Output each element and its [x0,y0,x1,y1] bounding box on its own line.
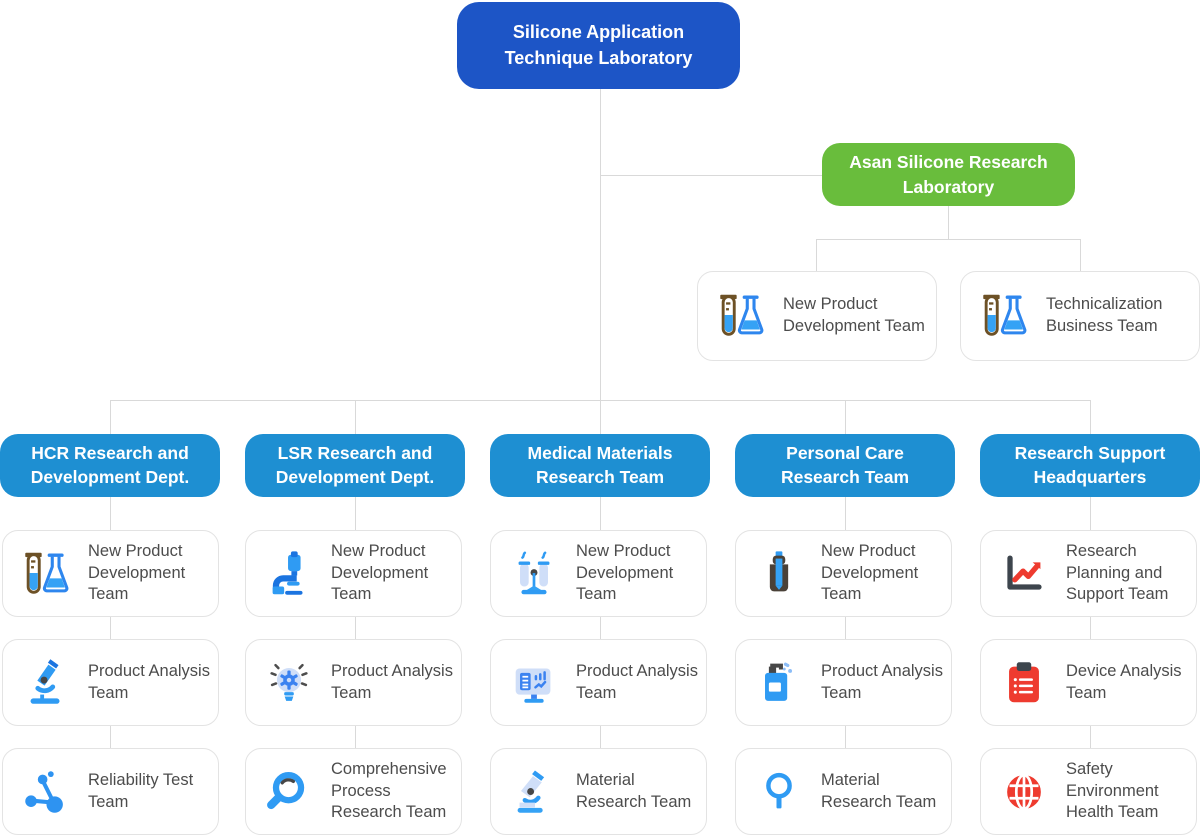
team-box: Material Research Team [490,748,707,835]
team-label: Comprehensive Process Research Team [331,759,447,822]
org-node-asan-lab-label: Asan Silicone Research Laboratory [849,152,1048,197]
dept-header-lsr: LSR Research and Development Dept. [245,434,465,497]
connector [600,175,822,176]
connector [355,400,356,434]
team-label: New Product Development Team [88,541,186,604]
connector [600,617,601,639]
connector [1090,617,1091,639]
connector [600,497,601,530]
team-label: Product Analysis Team [821,661,943,702]
connector [110,400,1090,401]
dept-label: Medical Materials Research Team [527,442,673,487]
team-box: Technicalization Business Team [960,271,1200,361]
connector [110,726,111,748]
pump-bottle-icon [752,656,806,710]
connector [1080,239,1081,271]
team-box: Comprehensive Process Research Team [245,748,462,835]
connector [1090,497,1091,530]
team-label: New Product Development Team [576,541,674,604]
team-box: Product Analysis Team [2,639,219,726]
connector [845,497,846,530]
line-chart-icon [997,547,1051,601]
dept-label: LSR Research and Development Dept. [275,442,435,487]
team-box: New Product Development Team [697,271,937,361]
connector [845,400,846,434]
org-node-root-label: Silicone Application Technique Laborator… [504,22,693,68]
dept-label: Personal Care Research Team [780,442,910,487]
clipboard-icon [997,656,1051,710]
connector [110,400,111,434]
connector [355,726,356,748]
connector [845,617,846,639]
dept-label: HCR Research and Development Dept. [30,442,190,487]
magnifier-outline-icon [752,765,806,819]
team-box: Device Analysis Team [980,639,1197,726]
team-label: New Product Development Team [783,295,925,335]
microscope-tilted-icon [507,765,561,819]
dept-header-hcr: HCR Research and Development Dept. [0,434,220,497]
team-label: Product Analysis Team [88,661,210,702]
microscope-icon [19,656,73,710]
lab-apparatus-icon [262,547,316,601]
connector [355,497,356,530]
team-box: Material Research Team [735,748,952,835]
connector [1090,400,1091,434]
idea-bulb-gear-icon [262,656,316,710]
connector [110,497,111,530]
globe-icon [997,765,1051,819]
team-label: New Product Development Team [331,541,429,604]
team-box: New Product Development Team [2,530,219,617]
dept-label: Research Support Headquarters [1014,442,1166,487]
team-box: Product Analysis Team [735,639,952,726]
dept-header-personal-care: Personal Care Research Team [735,434,955,497]
connector [600,89,601,434]
team-label: Research Planning and Support Team [1066,541,1169,604]
magnifier-icon [262,765,316,819]
dropper-bottle-icon [752,547,806,601]
team-box: New Product Development Team [735,530,952,617]
flask-icon [19,547,73,601]
connector [600,726,601,748]
connector [1090,726,1091,748]
molecule-icon [19,765,73,819]
team-label: Reliability Test Team [88,770,194,811]
team-label: Product Analysis Team [576,661,698,702]
connector [355,617,356,639]
dept-header-medical-materials: Medical Materials Research Team [490,434,710,497]
team-label: Safety Environment Health Team [1066,759,1159,822]
team-label: Material Research Team [576,770,692,811]
connector [816,239,1081,240]
connector [948,206,949,239]
org-node-asan-lab: Asan Silicone Research Laboratory [822,143,1075,206]
team-box: Safety Environment Health Team [980,748,1197,835]
team-box: Product Analysis Team [245,639,462,726]
dept-header-research-support: Research Support Headquarters [980,434,1200,497]
connector [816,239,817,271]
team-label: Technicalization Business Team [1046,295,1163,335]
org-node-root: Silicone Application Technique Laborator… [457,2,740,89]
team-label: Material Research Team [821,770,937,811]
team-label: Device Analysis Team [1066,661,1182,702]
connector [845,726,846,748]
connector [110,617,111,639]
team-box: Research Planning and Support Team [980,530,1197,617]
team-box: New Product Development Team [490,530,707,617]
team-box: New Product Development Team [245,530,462,617]
monitor-analysis-icon [507,656,561,710]
test-tubes-icon [507,547,561,601]
flask-icon [977,289,1031,343]
team-label: New Product Development Team [821,541,919,604]
team-box: Product Analysis Team [490,639,707,726]
team-box: Reliability Test Team [2,748,219,835]
team-label: Product Analysis Team [331,661,453,702]
flask-icon [714,289,768,343]
